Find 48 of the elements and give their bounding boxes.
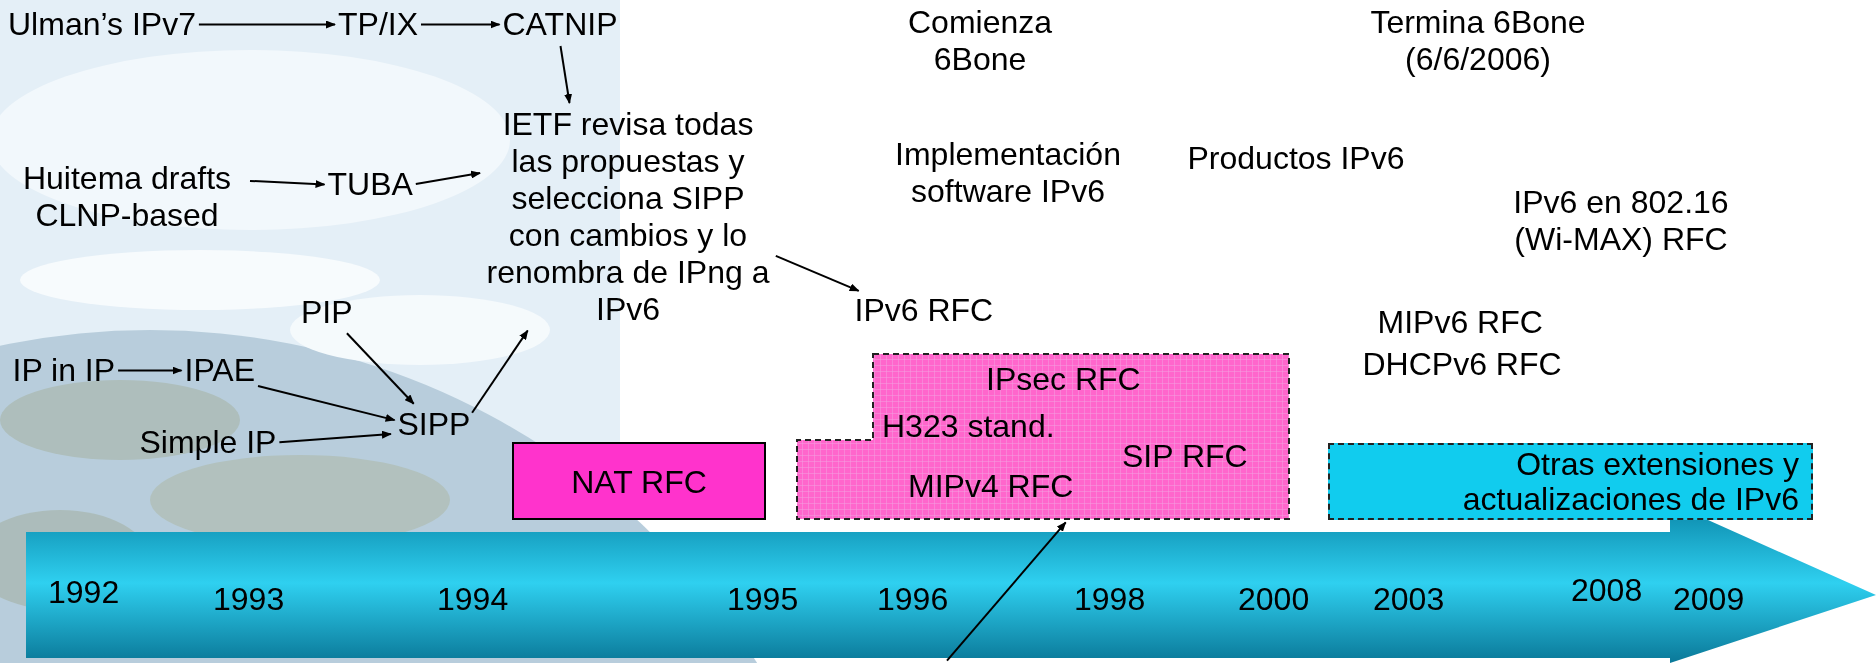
event-label: Ulman’s IPv7 [8,6,196,43]
event-label: IPAE [184,352,256,389]
event-label: IPsec RFC [986,361,1141,398]
event-label: Termina 6Bone (6/6/2006) [1358,4,1598,78]
year-label: 1998 [1074,582,1146,616]
year-label: 2009 [1673,582,1745,616]
arrow [249,179,326,188]
year-label: 1994 [437,582,509,616]
arrow [345,332,415,405]
event-label: TUBA [327,166,413,203]
arrow [471,329,529,414]
arrow [946,521,1067,662]
year-label: 1996 [877,582,949,616]
event-label: CATNIP [502,6,618,43]
year-label: 1995 [727,582,799,616]
arrow [774,254,860,292]
arrow [257,385,396,422]
event-label: H323 stand. [882,408,1055,445]
event-box: Otras extensiones y actualizaciones de IPv6 [1328,443,1813,520]
event-label: TP/IX [338,6,418,43]
event-label: Implementación software IPv6 [888,136,1128,210]
arrow [278,430,392,444]
highlight-region [796,353,1290,520]
event-label: IPv6 en 802.16 (Wi-MAX) RFC [1501,184,1741,258]
event-label: Comienza 6Bone [892,4,1068,78]
year-label: 2000 [1238,582,1310,616]
event-label: IP in IP [12,352,116,389]
arrow [420,20,501,29]
arrow [197,20,336,29]
event-label: Simple IP [139,424,277,461]
arrow [414,170,481,185]
year-label: 2003 [1373,582,1445,616]
event-label: Productos IPv6 [1187,140,1405,177]
event-label: IPv6 RFC [854,292,994,329]
arrow [117,366,183,375]
arrow [559,45,573,104]
event-label: MIPv6 RFC [1377,304,1543,341]
year-label: 1992 [48,575,120,609]
event-label: IETF revisa todas las propuestas y selecciona SIPP con cambios y lo renombra de IPng a IPv6 [483,106,773,328]
event-label: DHCPv6 RFC [1362,346,1562,383]
year-label: 1993 [213,582,285,616]
event-label: Huitema drafts CLNP-based [7,160,247,234]
event-label: PIP [301,294,353,331]
event-box: NAT RFC [512,442,766,520]
event-label: MIPv4 RFC [908,468,1074,505]
event-label: SIP RFC [1122,438,1248,475]
event-label: SIPP [397,406,471,443]
year-label: 2008 [1571,573,1643,607]
